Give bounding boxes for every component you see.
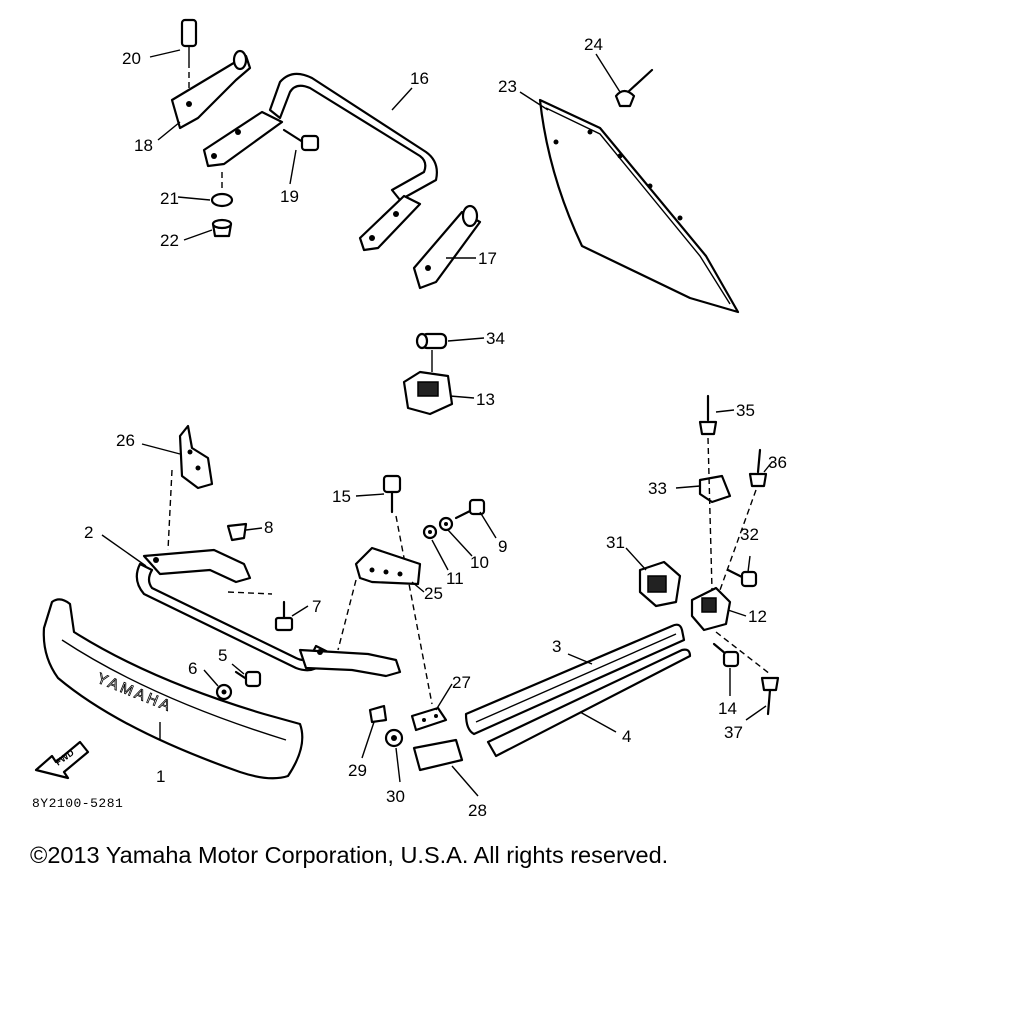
callout-17: 17 <box>478 249 497 268</box>
callout-leaders <box>101 49 773 797</box>
callout-19: 19 <box>280 187 299 206</box>
callout-12: 12 <box>748 607 767 626</box>
part-17-end-cap <box>412 204 482 290</box>
part-34-spacer <box>415 332 448 350</box>
part-6-washer <box>215 683 233 701</box>
callout-numbers: 20 18 16 17 19 21 22 23 24 34 13 26 2 8 … <box>84 35 787 820</box>
part-31-housing <box>638 560 682 608</box>
part-3-trim-strip <box>464 623 686 736</box>
part-10-washer <box>438 516 454 532</box>
callout-8: 8 <box>264 518 273 537</box>
part-35-rivet <box>698 394 718 591</box>
part-9-bolt <box>454 498 486 520</box>
part-11-washer <box>422 524 438 540</box>
callout-36: 36 <box>768 453 787 472</box>
callout-5: 5 <box>218 646 227 665</box>
part-5-bolt <box>234 670 262 688</box>
copyright-notice: ©2013 Yamaha Motor Corporation, U.S.A. A… <box>30 842 669 868</box>
part-19-bolt <box>282 128 320 152</box>
callout-2: 2 <box>84 523 93 542</box>
part-30-fastener <box>384 728 404 748</box>
callout-15: 15 <box>332 487 351 506</box>
callout-13: 13 <box>476 390 495 409</box>
part-7-bolt <box>274 600 294 632</box>
callout-11: 11 <box>446 569 464 588</box>
part-24-rivet <box>614 68 654 108</box>
callout-34: 34 <box>486 329 505 348</box>
part-13-holder <box>402 350 454 416</box>
callout-33: 33 <box>648 479 667 498</box>
part-37-rivet <box>715 631 780 716</box>
part-21-washer <box>210 172 234 208</box>
callout-7: 7 <box>312 597 321 616</box>
callout-18: 18 <box>134 136 153 155</box>
part-18-bracket <box>170 49 252 130</box>
callout-4: 4 <box>622 727 631 746</box>
callout-30: 30 <box>386 787 405 806</box>
callout-6: 6 <box>188 659 197 678</box>
part-8-grommet <box>226 522 248 542</box>
part-33-cap <box>698 474 732 504</box>
part-16-handlebar <box>202 72 438 252</box>
callout-31: 31 <box>606 533 625 552</box>
callout-1: 1 <box>156 767 165 786</box>
callout-25: 25 <box>424 584 443 603</box>
part-32-bolt <box>726 568 758 588</box>
fwd-arrow: FWD <box>34 740 90 780</box>
callout-26: 26 <box>116 431 135 450</box>
callout-21: 21 <box>160 189 179 208</box>
callout-28: 28 <box>468 801 487 820</box>
diagram-code: 8Y2100-5281 <box>32 796 124 811</box>
part-29-fastener <box>368 704 388 724</box>
part-23-windshield <box>538 98 740 314</box>
part-2-bumper-frame <box>135 548 402 678</box>
callout-3: 3 <box>552 637 561 656</box>
callout-24: 24 <box>584 35 603 54</box>
callout-20: 20 <box>122 49 141 68</box>
callout-27: 27 <box>452 673 471 692</box>
callout-23: 23 <box>498 77 517 96</box>
callout-22: 22 <box>160 231 179 250</box>
part-25-bracket <box>337 546 422 651</box>
parts-diagram: YAMAHA FWD <box>34 18 787 820</box>
callout-35: 35 <box>736 401 755 420</box>
callout-29: 29 <box>348 761 367 780</box>
callout-32: 32 <box>740 525 759 544</box>
part-27-clip <box>410 706 448 732</box>
callout-14: 14 <box>718 699 737 718</box>
callout-37: 37 <box>724 723 743 742</box>
callout-10: 10 <box>470 553 489 572</box>
part-12-holder <box>690 586 732 632</box>
callout-16: 16 <box>410 69 429 88</box>
part-28-end-piece <box>412 738 464 772</box>
part-22-nut <box>211 218 233 238</box>
part-4-trim-strip <box>486 648 692 758</box>
part-26-bracket <box>167 424 214 551</box>
part-36-rivet <box>719 448 768 591</box>
part-1-bumper-cover: YAMAHA <box>42 598 304 780</box>
callout-9: 9 <box>498 537 507 556</box>
part-14-bolt <box>712 642 740 668</box>
part-15-bolt <box>382 474 433 705</box>
